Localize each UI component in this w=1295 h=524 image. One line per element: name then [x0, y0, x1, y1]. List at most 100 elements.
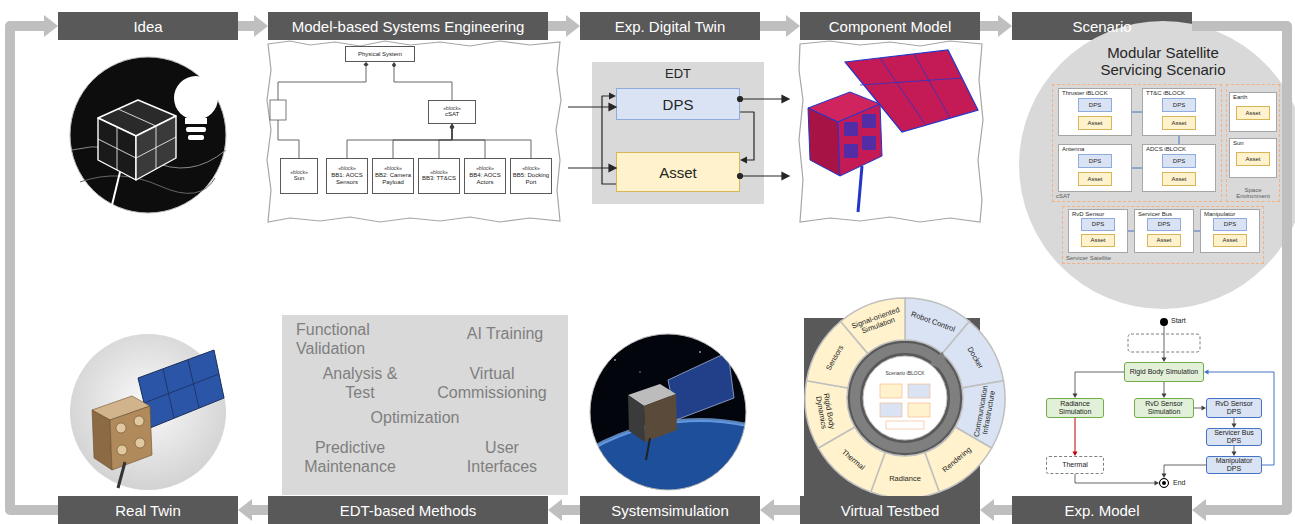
dps-box: DPS [1213, 218, 1247, 231]
asset-box-text: Asset [659, 164, 697, 181]
idea-illustration-part [98, 100, 176, 180]
asset-box-text: Asset [1156, 237, 1171, 244]
dps-io-arrows-part [782, 173, 789, 180]
section-header: Real Twin [58, 496, 238, 524]
group-frame: Servicer SatelliteRvD SensorDPSAssetServ… [1062, 206, 1264, 264]
sysml-block-text: BB3: TT&CS [422, 175, 456, 182]
dps-box: DPS [1078, 154, 1112, 168]
component-model-render-part [808, 108, 840, 176]
section-header: Virtual Testbed [800, 496, 980, 524]
torn-paper [267, 41, 561, 222]
connector-line [452, 130, 485, 158]
asset-box: Asset [1162, 116, 1196, 130]
composition-diamond [450, 124, 454, 130]
sysml-block: «block»BB3: TT&CS [418, 158, 460, 194]
section-header-text: Exp. Digital Twin [615, 18, 726, 35]
iblock: SunAsset [1229, 138, 1277, 178]
connector-line [249, 505, 268, 515]
connector [1162, 326, 1167, 362]
testbed-wheel-part [855, 348, 955, 448]
process-box: Thermal [1046, 456, 1104, 474]
sysml-block-text: «block» [443, 106, 461, 112]
arrowhead [980, 499, 994, 521]
real-twin-illustration [70, 334, 226, 490]
asset-box: Asset [1236, 106, 1270, 120]
process-box-text: Manipulator DPS [1209, 457, 1259, 472]
end-node-text: End [1173, 479, 1185, 486]
inner-label: Scenario iBLOCK [880, 370, 930, 376]
sysml-block-text: Physical System [358, 51, 402, 58]
dps-box-text: DPS [1173, 102, 1185, 109]
section-header-text: EDT-based Methods [340, 502, 477, 519]
dps-box-text: DPS [1173, 158, 1185, 165]
testbed-wheel-part-part [880, 384, 902, 398]
iblock: ManipulatorDPSAsset [1200, 209, 1260, 253]
connector [980, 15, 1012, 37]
process-box-text: Servicer Bus DPS [1209, 429, 1259, 444]
section-header-text: Idea [133, 18, 162, 35]
section-header: Model-based Systems Engineering [268, 12, 548, 40]
connector-line [559, 505, 580, 515]
connector [1194, 406, 1206, 411]
connector-line [452, 130, 531, 158]
connector [1162, 465, 1207, 478]
sysml-wiring-part-part [278, 67, 366, 100]
iblock: Servicer BusDPS Asset [1134, 209, 1194, 253]
start-node: Start [1160, 318, 1168, 326]
group-frame-text: Space Environment [1230, 187, 1276, 200]
connector-line [1164, 465, 1206, 474]
connector [1073, 418, 1078, 456]
iblock: EarthAsset [1229, 92, 1277, 132]
iblock-text: Manipulator [1204, 211, 1235, 218]
idea-illustration-part [186, 127, 206, 132]
dps-io-arrows-part [738, 174, 743, 179]
testbed-wheel-part-part [880, 403, 902, 417]
real-twin-illustration-part-part [144, 374, 219, 403]
section-header-text: Scenario [1072, 18, 1131, 35]
process-box: Servicer Bus DPS [1206, 428, 1262, 446]
method-label: Virtual Commissioning [432, 364, 552, 402]
iblock: AntennaDPS Asset [1058, 144, 1132, 192]
iblock-text: Antenna [1062, 146, 1084, 153]
component-paper-part [799, 41, 983, 222]
system-simulation-illustration-part-part [644, 394, 677, 442]
arrowhead [566, 15, 580, 37]
iblock-text: Sun [1233, 140, 1244, 147]
idea-illustration [70, 57, 226, 213]
dps-box-text: DPS [1089, 102, 1101, 109]
dps-box: DPS [1162, 154, 1196, 168]
asset-box: Asset [1078, 172, 1112, 186]
dps-box-text: DPS [1158, 221, 1170, 228]
process-box: Rigid Body Simulation [1124, 362, 1204, 382]
arrowhead [254, 15, 268, 37]
sysml-wiring-part [278, 67, 366, 158]
section-header-text: Exp. Model [1064, 502, 1139, 519]
component-model-render-part-part [844, 144, 858, 158]
section-header-text: Real Twin [115, 502, 181, 519]
component-paper [799, 41, 983, 222]
dps-io-arrows-part [568, 167, 610, 168]
iblock-text: Servicer Bus [1138, 211, 1172, 218]
testbed-wheel-part-part [908, 403, 930, 417]
system-simulation-illustration-part [590, 334, 746, 490]
connector-line [10, 26, 58, 510]
methods-panel-part [282, 315, 568, 495]
method-label: Optimization [360, 408, 470, 427]
component-model-render-part-part [880, 58, 925, 124]
connector [548, 15, 580, 37]
connector [1232, 418, 1237, 428]
real-twin-illustration-part [92, 410, 112, 470]
asset-box: Asset [1236, 152, 1270, 166]
sysml-block: Physical System [345, 46, 415, 62]
sysml-block-text: BB4: AOCS Actors [466, 172, 504, 186]
testbed-wheel-part-part [886, 421, 924, 429]
iblock: TT&C iBLOCKDPSAsset [1142, 88, 1216, 136]
component-model-render-part-part [862, 136, 876, 150]
asset-box: Asset [1078, 116, 1112, 130]
iblock: Thruster iBLOCKDPSAsset [1058, 88, 1132, 136]
section-header: EDT-based Methods [268, 496, 548, 524]
real-twin-illustration-part-part [135, 438, 145, 448]
sysml-wiring [270, 62, 369, 158]
idea-illustration-part [188, 135, 204, 140]
connector-line [439, 130, 452, 158]
